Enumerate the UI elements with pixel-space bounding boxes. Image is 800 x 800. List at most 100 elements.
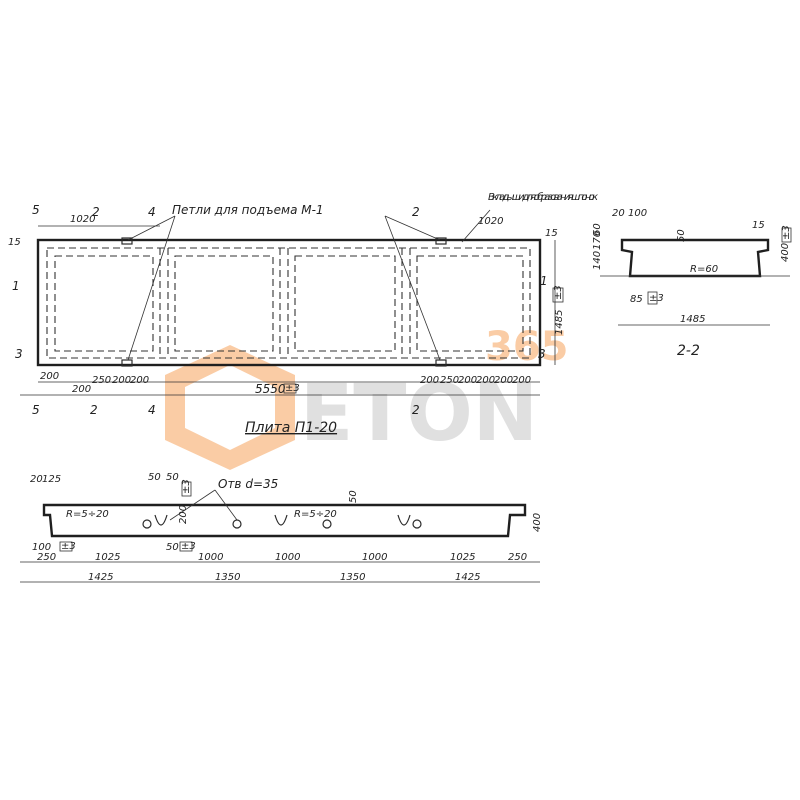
lifting-loops-label: Петли для подъема М-1: [172, 203, 324, 217]
long-mid-dim: 50: [166, 542, 179, 553]
long-section-rib-3: [397, 514, 411, 526]
section-mark-2-bottom: 2: [90, 403, 98, 417]
hole-spacing-6: 1025: [450, 552, 475, 563]
inserts-label: Вкладыши для образования шпонок: [488, 191, 598, 203]
panel-spacing-1: 1425: [88, 572, 113, 583]
plan-outline: [36, 238, 542, 367]
section-mark-4-top: 4: [148, 205, 156, 219]
long-rib-stamp: ±3: [181, 479, 192, 494]
plan-width-dim: 1485: [554, 310, 565, 335]
bottom-left-dim-3: 250: [92, 375, 111, 386]
section-top-dim-1: 20: [612, 208, 625, 219]
top-dim-left: 1020: [70, 214, 95, 225]
long-rib-height: 200: [178, 505, 189, 524]
hole-label: Отв d=35: [218, 477, 278, 491]
long-edge-dim: 100: [32, 542, 51, 553]
long-section-profile: [42, 503, 527, 538]
right-offset: 15: [545, 228, 558, 239]
long-top-mid-dim-2: 50: [166, 472, 179, 483]
hole-4: [412, 519, 422, 529]
section-height-dim: 400: [780, 243, 791, 262]
long-top-left-dim-1: 20: [30, 474, 43, 485]
hole-leader-2: [214, 489, 238, 521]
section-mark-5-bottom: 5: [32, 403, 40, 417]
section-side-dim-3: 85: [630, 294, 643, 305]
section-mark-3-left: 3: [15, 347, 23, 361]
hole-3: [322, 519, 332, 529]
bottom-left-dim-5: 200: [130, 375, 149, 386]
section-side-dim-2: 15: [752, 220, 765, 231]
bottom-right-dim-1: 200: [420, 375, 439, 386]
section-mark-2-top: 2: [92, 205, 100, 219]
hole-spacing-5: 1000: [362, 552, 387, 563]
bottom-left-dim-1: 200: [40, 371, 59, 382]
watermark: 365 ETON: [165, 324, 569, 470]
loop-mark-2: [435, 237, 447, 245]
bottom-right-dim-5: 200: [494, 375, 513, 386]
section-2-2: 1485 R=60 400 ±3 20 100 140 170 60 50 15…: [592, 208, 792, 359]
hole-spacing-7: 250: [508, 552, 527, 563]
section-mark-2-top-right: 2: [412, 205, 420, 219]
hole-2: [232, 519, 242, 529]
hole-spacing-3: 1000: [198, 552, 223, 563]
watermark-number: 365: [485, 324, 569, 370]
long-top-mid-dim-1: 50: [148, 472, 161, 483]
long-radius-left: R=5÷20: [66, 509, 109, 520]
section-top-dim-2: 100: [628, 208, 647, 219]
long-height-dim: 400: [532, 513, 543, 532]
long-section-rib-2: [274, 514, 288, 526]
long-mid-stamp-box: [179, 541, 193, 552]
section-title: 2-2: [677, 343, 700, 359]
loop-mark-1: [121, 237, 133, 245]
section-mark-1-right: 1: [540, 274, 548, 288]
section-height-stamp: ±3: [781, 225, 792, 240]
top-offset: 15: [8, 237, 21, 248]
section-width-dim: 1485: [680, 314, 705, 325]
plan-length-stamp-box: [283, 383, 297, 394]
top-dim-right: 1020: [478, 216, 503, 227]
loop-leader-4: [384, 215, 441, 361]
long-rib-stamp-box: [181, 481, 192, 497]
section-side-stamp-box: [647, 291, 658, 305]
hole-spacing-4: 1000: [275, 552, 300, 563]
section-left-dim-1: 140: [592, 251, 603, 270]
bottom-right-dim-3: 200: [458, 375, 477, 386]
loop-mark-4: [435, 359, 447, 367]
section-left-dim-3: 60: [592, 223, 603, 236]
watermark-logo-inner: [185, 365, 275, 450]
long-section-rib-1: [154, 514, 168, 526]
plan-panel-2: [174, 255, 274, 352]
section-radius: R=60: [690, 264, 718, 275]
section-height-stamp-box: [781, 227, 792, 243]
long-top-left-dim-2: 125: [42, 474, 61, 485]
plan-length-dim: 5550: [255, 382, 286, 396]
section-mark-5-top: 5: [32, 203, 40, 217]
loop-mark-3: [121, 359, 133, 367]
plan-width-stamp-box: [552, 287, 564, 303]
longitudinal-section: Отв d=35 20 125 50 50 200 ±3 50 R=5÷20 R…: [20, 472, 543, 583]
section-mark-3-right: 3: [538, 347, 546, 361]
hole-1: [142, 519, 152, 529]
plan-panel-4: [416, 255, 524, 352]
bottom-left-dim-2: 200: [72, 384, 91, 395]
section-mark-2-bottom-right: 2: [412, 403, 420, 417]
plan-panel-1: [54, 255, 154, 352]
long-edge-stamp-box: [59, 541, 73, 552]
panel-spacing-4: 1425: [455, 572, 480, 583]
section-mark-4-bottom: 4: [148, 403, 156, 417]
bottom-right-dim-4: 200: [476, 375, 495, 386]
plan-caption: Плита П1-20: [245, 420, 337, 436]
hole-spacing-1: 250: [37, 552, 56, 563]
plan-length-stamp: ±3: [285, 383, 300, 394]
section-left-dim-2: 170: [592, 231, 603, 250]
section-side-dim-1: 50: [676, 229, 687, 242]
long-rib-50: 50: [348, 490, 359, 503]
plan-width-stamp: ±3: [553, 285, 564, 300]
bottom-left-dim-4: 200: [112, 375, 131, 386]
long-mid-stamp: ±3: [181, 541, 196, 552]
loop-leader-3: [384, 215, 441, 241]
section-side-stamp: ±3: [649, 293, 664, 304]
loop-leader-1: [127, 215, 176, 241]
long-radius-mid: R=5÷20: [294, 509, 337, 520]
